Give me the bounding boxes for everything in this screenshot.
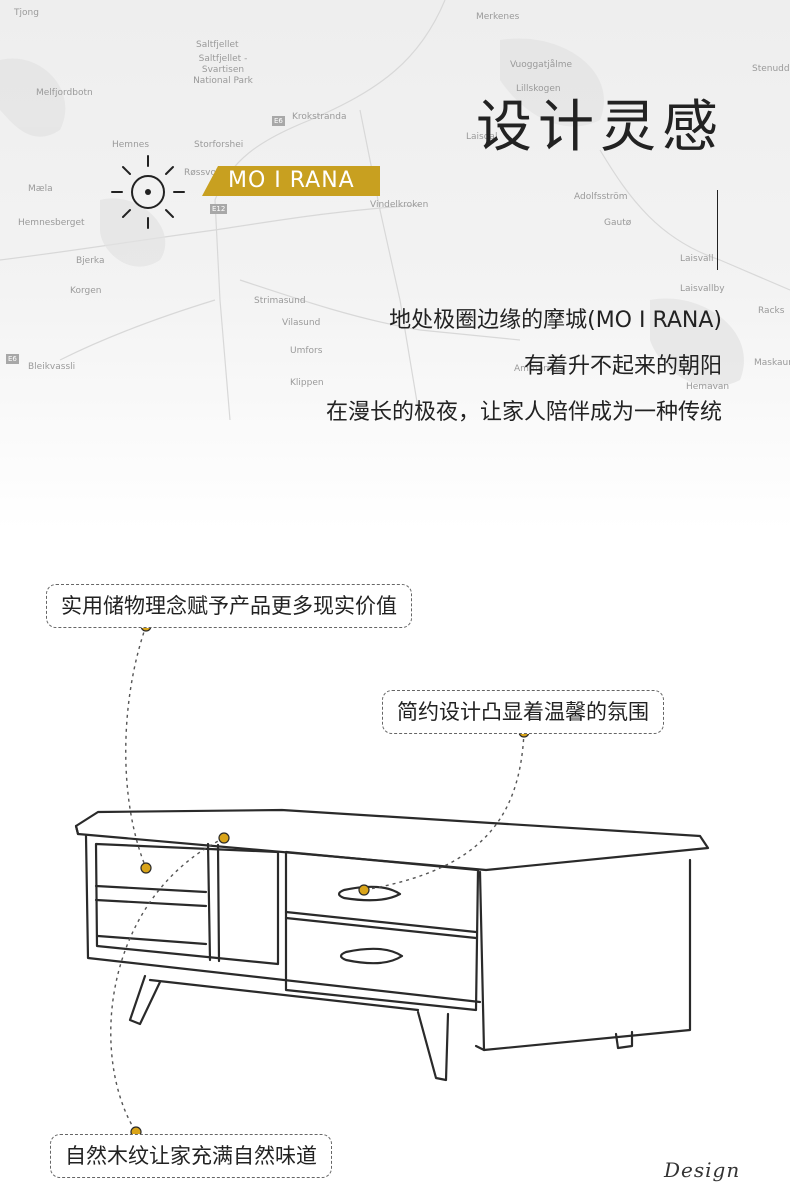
map-label: Bjerka xyxy=(76,256,105,266)
intro-line: 有着升不起来的朝阳 xyxy=(523,354,722,379)
map-label: Umfors xyxy=(290,346,323,356)
map-roads xyxy=(0,0,790,421)
intro-line: 地处极圈边缘的摩城(MO I RANA) xyxy=(389,308,722,333)
map-label: Røssvoll xyxy=(184,168,221,178)
map-label: Klippen xyxy=(290,378,324,388)
map-label: Saltfjellet xyxy=(196,40,239,50)
map-label: Strimasund xyxy=(254,296,306,306)
map-label: Laisvallby xyxy=(680,284,725,294)
map-label: Hemnes xyxy=(112,140,150,150)
map-label: Vindelkroken xyxy=(370,200,429,210)
map-label: Gautø xyxy=(604,218,632,228)
brand-label: MO I RANA xyxy=(202,166,380,196)
page-title: 设计灵感 xyxy=(476,95,724,160)
map-label: Bleikvassli xyxy=(28,362,76,372)
title-divider xyxy=(717,190,718,270)
callout-storage: 实用储物理念赋予产品更多现实价值 xyxy=(46,584,412,628)
design-signature: Design xyxy=(664,1158,741,1182)
map-label: Korgen xyxy=(70,286,102,296)
map-label: Stenudd xyxy=(752,64,790,74)
map-label: Vuoggatjålme xyxy=(510,60,573,70)
intro-line: 在漫长的极夜，让家人陪伴成为一种传统 xyxy=(325,400,722,425)
map-label: Mæla xyxy=(28,184,53,194)
callout-design: 简约设计凸显着温馨的氛围 xyxy=(382,690,664,734)
map-label: Maskaur xyxy=(754,358,790,368)
road-tag: E6 xyxy=(6,354,19,364)
map-label: Adolfsström xyxy=(574,192,628,202)
sun-icon xyxy=(111,155,185,229)
map-background: Tjong Saltfjellet Saltfjellet -Svartisen… xyxy=(0,0,790,530)
map-label: Krokstranda xyxy=(292,112,347,122)
map-label: Merkenes xyxy=(476,12,520,22)
map-label: Hemnesberget xyxy=(18,218,85,228)
callout-wood: 自然木纹让家充满自然味道 xyxy=(50,1134,332,1178)
map-label: Tjong xyxy=(14,8,39,18)
map-label: Melfjordbotn xyxy=(36,88,93,98)
road-tag: E6 xyxy=(272,116,285,126)
map-label: Vilasund xyxy=(282,318,321,328)
map-label: Laisvall xyxy=(680,254,714,264)
map-label: Saltfjellet -Svartisen National Park xyxy=(193,54,253,86)
map-label: Laisdal xyxy=(466,132,498,142)
map-label: Storforshei xyxy=(194,140,244,150)
map-label: Racks xyxy=(758,306,785,316)
map-label: Hemavan xyxy=(686,382,730,392)
tv-cabinet-illustration xyxy=(74,620,710,1138)
map-label: Lillskogen xyxy=(516,84,561,94)
road-tag: E12 xyxy=(210,204,228,214)
map-label: Ammarnäs xyxy=(514,364,563,374)
